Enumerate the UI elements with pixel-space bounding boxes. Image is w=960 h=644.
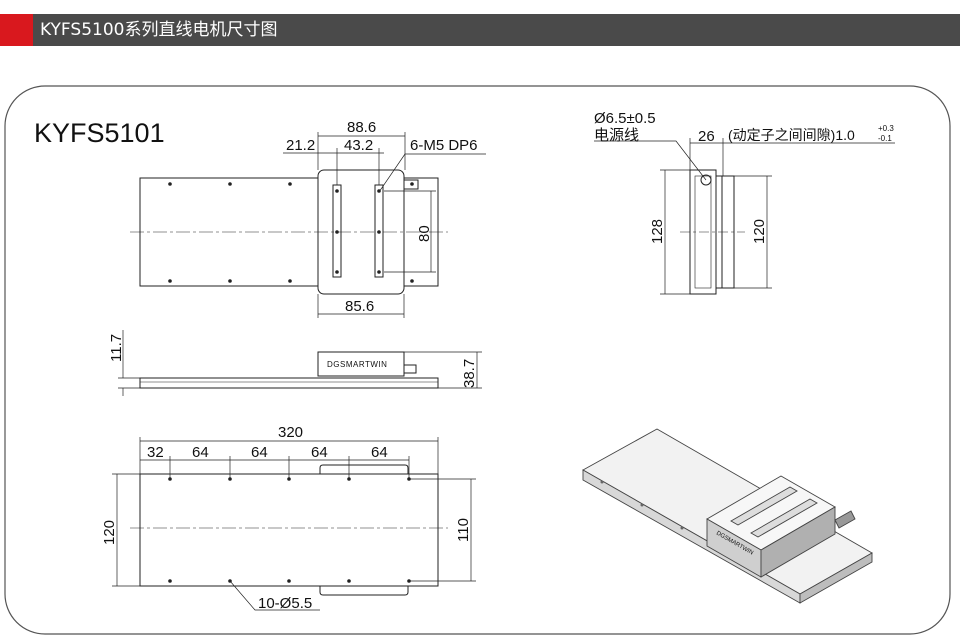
dim-side-total-height: 38.7 <box>461 359 478 388</box>
cable-label: 电源线 <box>594 127 639 144</box>
dim-hole-span: 110 <box>455 518 472 542</box>
dim-pitch-3: 64 <box>251 444 268 461</box>
header-bar: KYFS5100系列直线电机尺寸图 <box>0 14 960 46</box>
side-brand-label: DGSMARTWIN <box>327 360 387 369</box>
side-view-dims <box>118 330 482 396</box>
dim-base-width: 120 <box>101 520 118 545</box>
dim-end-carriage-height: 128 <box>649 219 666 244</box>
dim-carriage-width: 85.6 <box>345 298 374 315</box>
side-carriage <box>317 351 405 377</box>
base-view <box>130 464 448 596</box>
end-view-dims <box>594 138 895 295</box>
dim-slot-length: 80 <box>416 225 433 242</box>
dim-side-base-height: 11.7 <box>108 334 125 362</box>
top-view <box>130 169 448 295</box>
dim-slot-spacing: 43.2 <box>344 137 373 154</box>
dim-end-base-height: 120 <box>751 219 768 244</box>
model-title: KYFS5101 <box>34 118 165 148</box>
gap-tol-lower: -0.1 <box>878 134 892 143</box>
dim-carriage-depth: 26 <box>698 128 715 145</box>
dim-pitch-2: 64 <box>192 444 209 461</box>
dim-overall-width: 88.6 <box>347 119 376 136</box>
dim-base-length: 320 <box>278 424 303 441</box>
top-view-dims <box>283 132 486 318</box>
base-view-holes <box>168 477 411 583</box>
gap-note: (动定子之间间隙)1.0 <box>728 127 855 143</box>
header-accent <box>0 14 33 46</box>
side-connector <box>403 364 417 374</box>
gap-tol-upper: +0.3 <box>878 124 894 133</box>
top-connector <box>403 179 419 190</box>
dim-pitch-4: 64 <box>311 444 328 461</box>
top-view-holes <box>168 182 414 283</box>
iso-view <box>582 428 873 604</box>
end-view <box>680 169 745 295</box>
side-view <box>139 351 439 389</box>
dim-pitch-5: 64 <box>371 444 388 461</box>
side-base <box>139 377 439 389</box>
drawing-frame <box>4 85 951 635</box>
base-view-dims <box>112 437 476 611</box>
base-plate <box>139 473 439 587</box>
dim-base-holes: 10-Ø5.5 <box>258 595 312 612</box>
dim-pitch-1: 32 <box>147 444 164 461</box>
dim-left-offset: 21.2 <box>286 137 315 154</box>
dim-cable-diameter: Ø6.5±0.5 <box>594 110 656 127</box>
page-title: KYFS5100系列直线电机尺寸图 <box>40 20 278 40</box>
dim-hole-spec: 6-M5 DP6 <box>410 137 478 154</box>
end-cable-port <box>700 174 712 186</box>
